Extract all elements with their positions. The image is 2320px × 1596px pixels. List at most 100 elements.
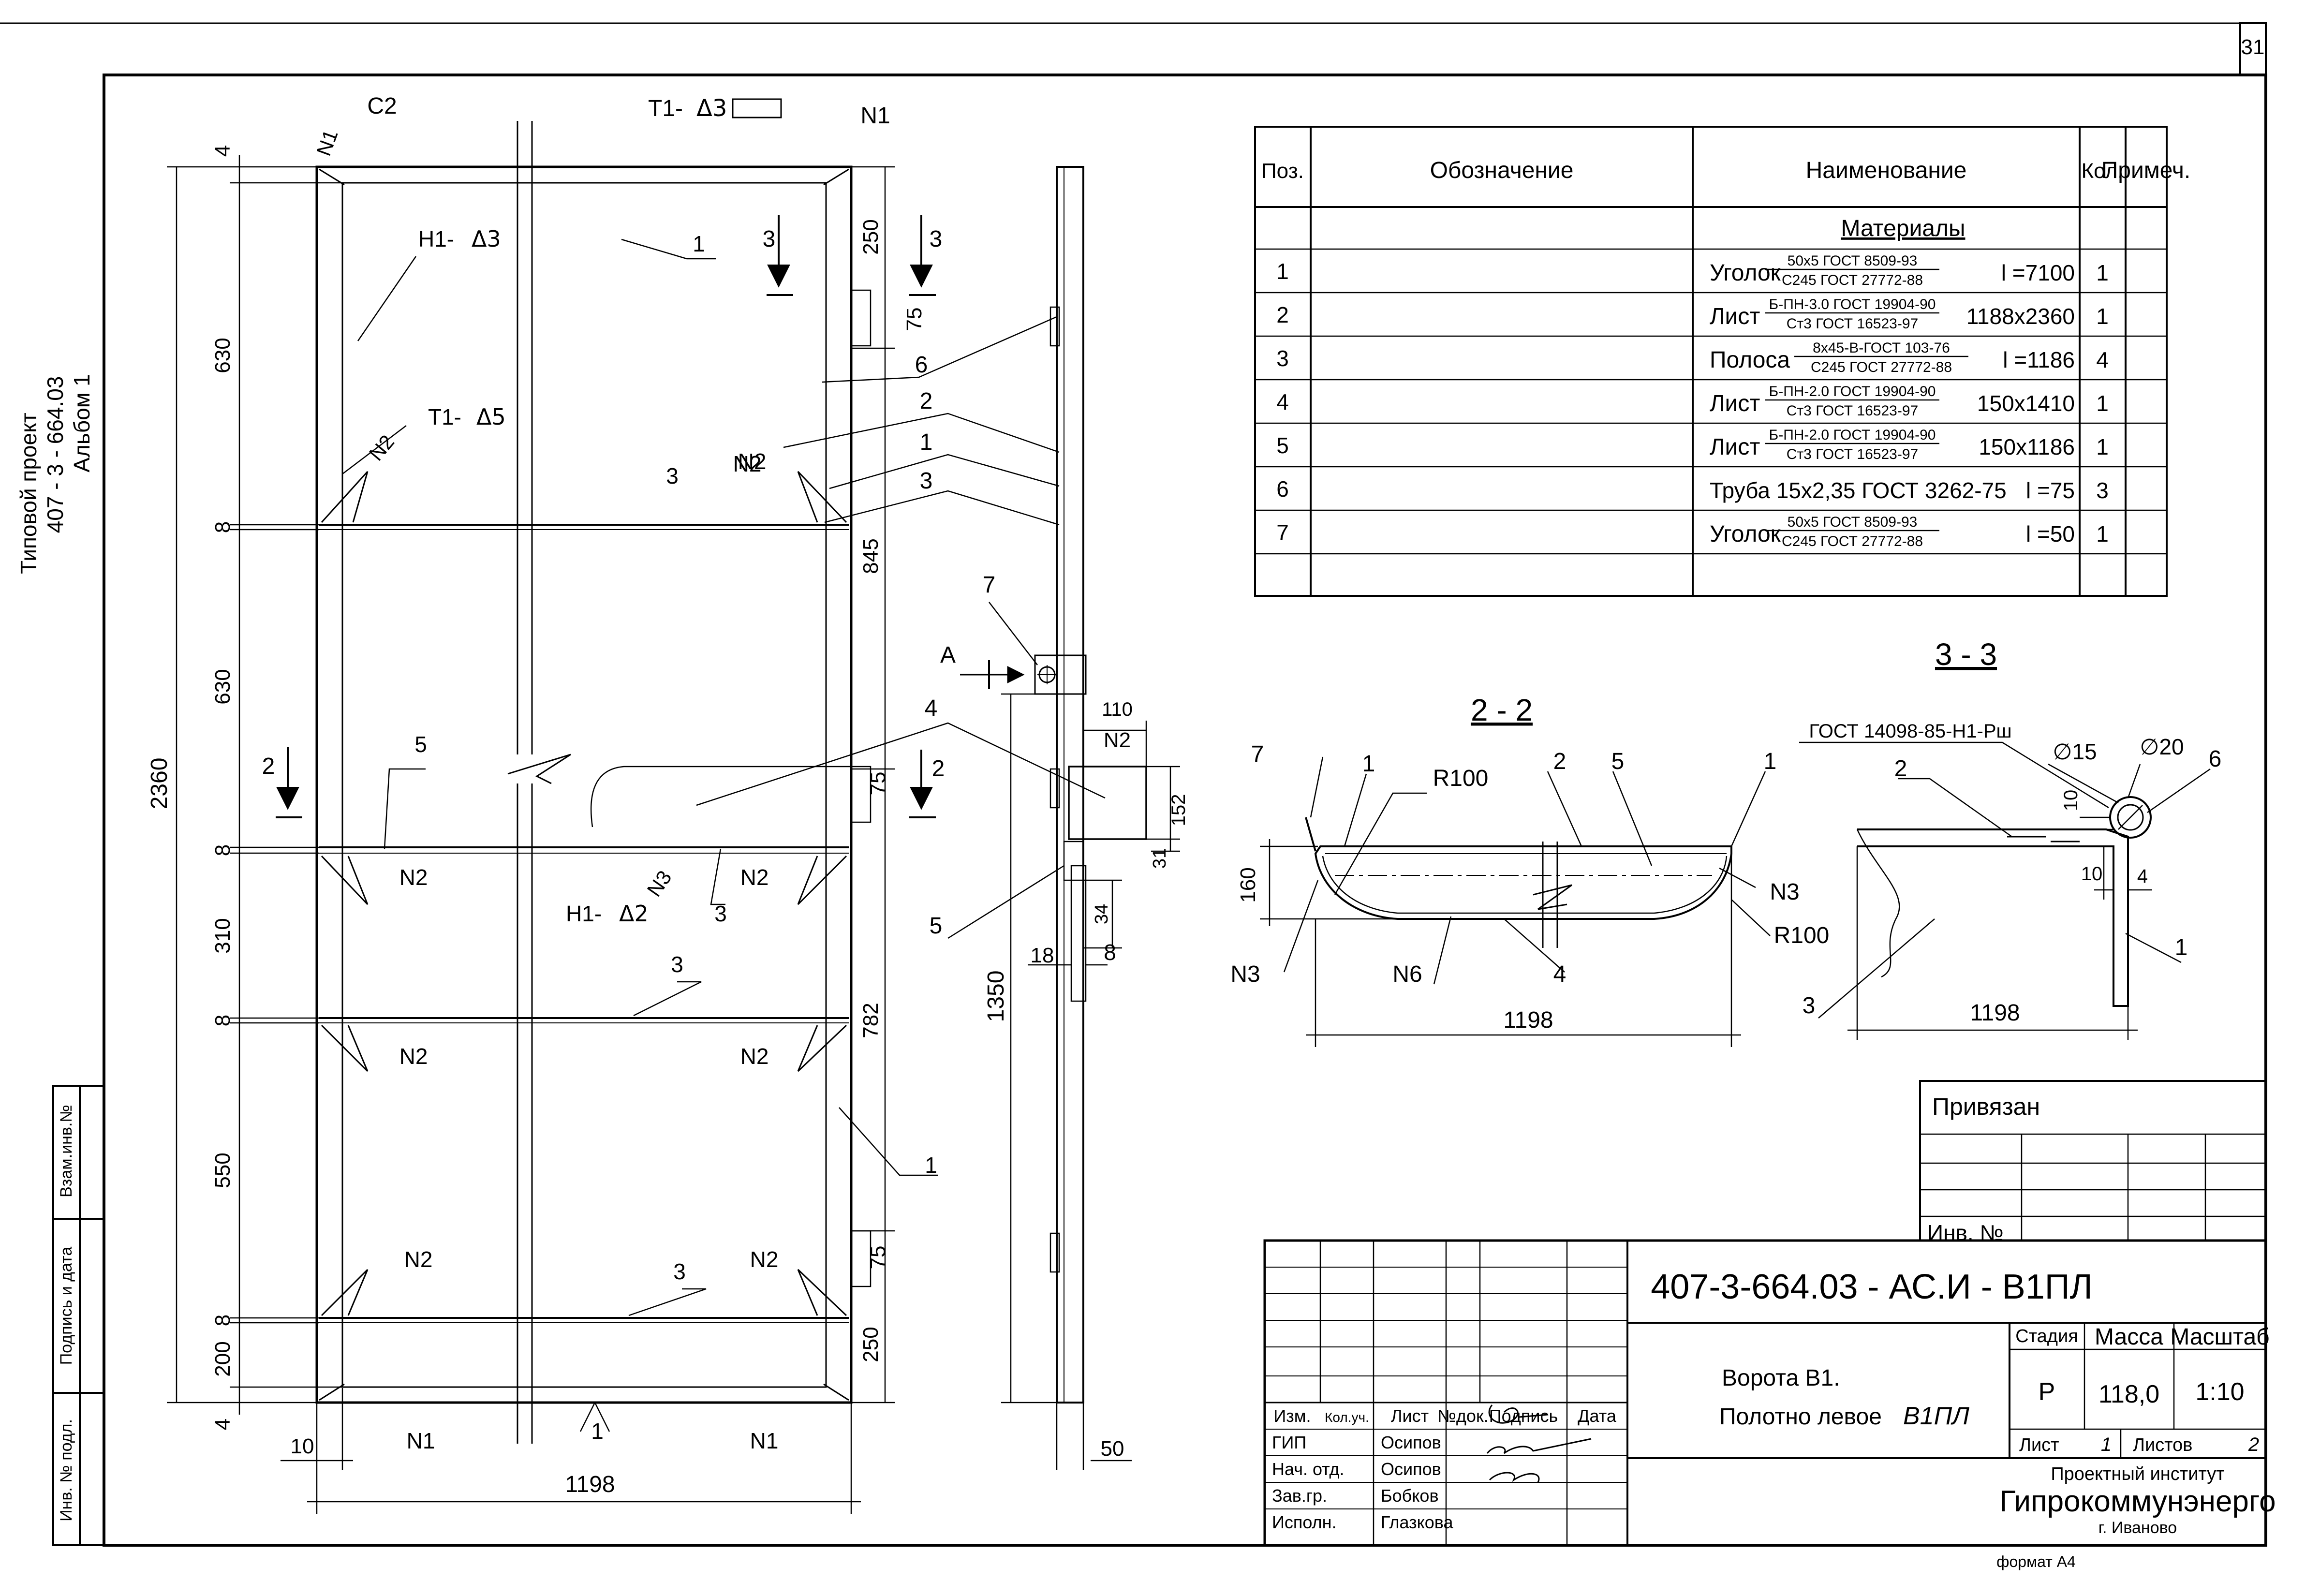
sec-mark-3-left: 3 <box>763 226 776 252</box>
sec-mark-2-left: 2 <box>262 754 275 779</box>
spec-row-qty: 1 <box>2096 260 2109 285</box>
side-view <box>696 166 1180 1470</box>
sec-mark-3-right: 3 <box>930 226 943 252</box>
object-title-hand: В1ПЛ <box>1903 1402 1969 1430</box>
title-block-role: Нач. отд. <box>1272 1459 1345 1479</box>
sheets-label: Листов <box>2133 1435 2192 1455</box>
title-block-col-header: Кол.уч. <box>1325 1410 1369 1425</box>
spec-row-standard: Ст3 ГОСТ 16523-97 <box>1787 446 1918 462</box>
s22-p1b: 1 <box>1764 749 1777 774</box>
dim-left-4: 8 <box>211 844 235 856</box>
s33-d20: ∅20 <box>2140 734 2184 759</box>
section-2-2-title: 2 - 2 <box>1471 693 1533 727</box>
left-dim-chain <box>167 155 343 1415</box>
label-n1-top: N1 <box>860 103 890 129</box>
dim-side-1350: 1350 <box>983 971 1009 1022</box>
pos-1-top: 1 <box>693 231 705 256</box>
right-dim-chain <box>850 166 895 1404</box>
spec-row-pos: 4 <box>1276 389 1289 414</box>
scale-value: 1:10 <box>2195 1378 2244 1406</box>
title-code: 407-3-664.03 - АС.И - В1ПЛ <box>1651 1268 2093 1306</box>
spec-row-name: Лист <box>1710 304 1760 329</box>
spec-row-grade: Б-ПН-2.0 ГОСТ 19904-90 <box>1769 384 1936 399</box>
side-stamp-inv: Инв. № подл. <box>57 1419 75 1522</box>
dim-side-18: 18 <box>1031 944 1054 967</box>
org-line-2: Гипрокоммунэнерго <box>1999 1485 2276 1518</box>
spec-row-name: Лист <box>1710 391 1760 416</box>
spec-row-size: 150х1410 <box>1977 391 2075 416</box>
dim-overall-width: 1198 <box>565 1472 615 1497</box>
spec-row-pos: 5 <box>1276 433 1289 458</box>
pos-1-side: 1 <box>920 429 933 455</box>
spec-row-grade: 8х45-В-ГОСТ 103-76 <box>1813 340 1950 356</box>
dim-side-34: 34 <box>1092 904 1112 924</box>
dim-right-0: 250 <box>859 219 883 254</box>
dim-left-6: 8 <box>211 1015 235 1026</box>
dim-bottom-left: 10 <box>291 1434 314 1458</box>
dim-left-10: 4 <box>211 1419 235 1430</box>
s33-d15: ∅15 <box>2053 739 2097 764</box>
bottom-dim <box>281 1388 861 1514</box>
object-title-1: Ворота В1. <box>1722 1365 1840 1391</box>
label-n2-r2-right: N2 <box>740 865 769 890</box>
dim-right-5: 75 <box>866 1246 890 1270</box>
label-n1-corner: N1 <box>312 127 342 159</box>
dim-side-110: 110 <box>1102 699 1133 720</box>
pos-7-side: 7 <box>983 572 996 598</box>
dim-left-9: 200 <box>211 1341 235 1376</box>
spec-row-grade: Б-ПН-2.0 ГОСТ 19904-90 <box>1769 427 1936 443</box>
spec-row-qty: 1 <box>2096 391 2109 416</box>
spec-row-standard: Ст3 ГОСТ 16523-97 <box>1787 403 1918 419</box>
title-block-person: Осипов <box>1381 1459 1441 1479</box>
spec-row-pos: 1 <box>1276 259 1289 284</box>
pos-4-side: 4 <box>925 695 938 721</box>
spec-row-standard: С245 ГОСТ 27772-88 <box>1782 272 1923 288</box>
side-stamp-replace: Взам.инв.№ <box>57 1105 75 1197</box>
s22-p1: 1 <box>1362 751 1375 777</box>
label-n3-rot: N3 <box>642 866 676 901</box>
title-block-role: Зав.гр. <box>1272 1486 1327 1506</box>
view-a-label: А <box>940 642 956 668</box>
dim-right-6: 250 <box>859 1327 883 1362</box>
title-block-col-header: №док. <box>1437 1406 1488 1426</box>
dim-left-7: 550 <box>211 1153 235 1188</box>
s33-p2: 2 <box>1894 756 1907 782</box>
dim-overall-height: 2360 <box>147 758 172 810</box>
side-stamp-sign: Подпись и дата <box>57 1247 75 1365</box>
front-view <box>315 121 938 1444</box>
spec-row-name: Уголок <box>1710 260 1781 286</box>
spec-row-grade: Б-ПН-3.0 ГОСТ 19904-90 <box>1769 296 1936 312</box>
sheet-format: формат А4 <box>1996 1553 2076 1570</box>
s33-p3: 3 <box>1803 993 1816 1019</box>
spec-row-name: Труба 15х2,35 ГОСТ 3262-75 <box>1710 478 2007 503</box>
spec-row-qty: 4 <box>2096 347 2109 372</box>
dim-left-5: 310 <box>211 918 235 953</box>
label-n2-side-top: N2 <box>738 449 767 474</box>
spec-row-standard: Ст3 ГОСТ 16523-97 <box>1787 316 1918 332</box>
sheet-frame <box>0 22 2267 1547</box>
spec-row-qty: 3 <box>2096 478 2109 503</box>
spec-row-name: Полоса <box>1710 347 1790 373</box>
label-t1: Т1- <box>648 96 683 121</box>
label-n2-top-right: N2 <box>733 451 762 476</box>
spec-table <box>1254 126 2168 597</box>
s22-n3a: N3 <box>1230 961 1260 987</box>
spec-header-qty: Кол. <box>2081 159 2123 183</box>
s33-p6: 6 <box>2209 746 2222 772</box>
s22-dim-width: 1198 <box>1503 1007 1553 1033</box>
stage-value: Р <box>2039 1378 2055 1406</box>
label-n1-br: N1 <box>750 1428 779 1453</box>
pos-3-mid2: 3 <box>671 952 683 977</box>
label-t1-mid: Т1- <box>428 404 461 429</box>
label-n1-bl: N1 <box>407 1428 435 1453</box>
title-block-person: Глазкова <box>1381 1512 1453 1532</box>
label-h1-low: Н1- <box>566 901 602 926</box>
title-block-person: Осипов <box>1381 1433 1441 1452</box>
pos-6-side: 6 <box>915 352 928 378</box>
side-title-line3: Альбом 1 <box>69 374 94 472</box>
s22-p2: 2 <box>1553 749 1566 774</box>
s22-p4: 4 <box>1553 961 1566 987</box>
spec-row-name: Лист <box>1710 434 1760 460</box>
